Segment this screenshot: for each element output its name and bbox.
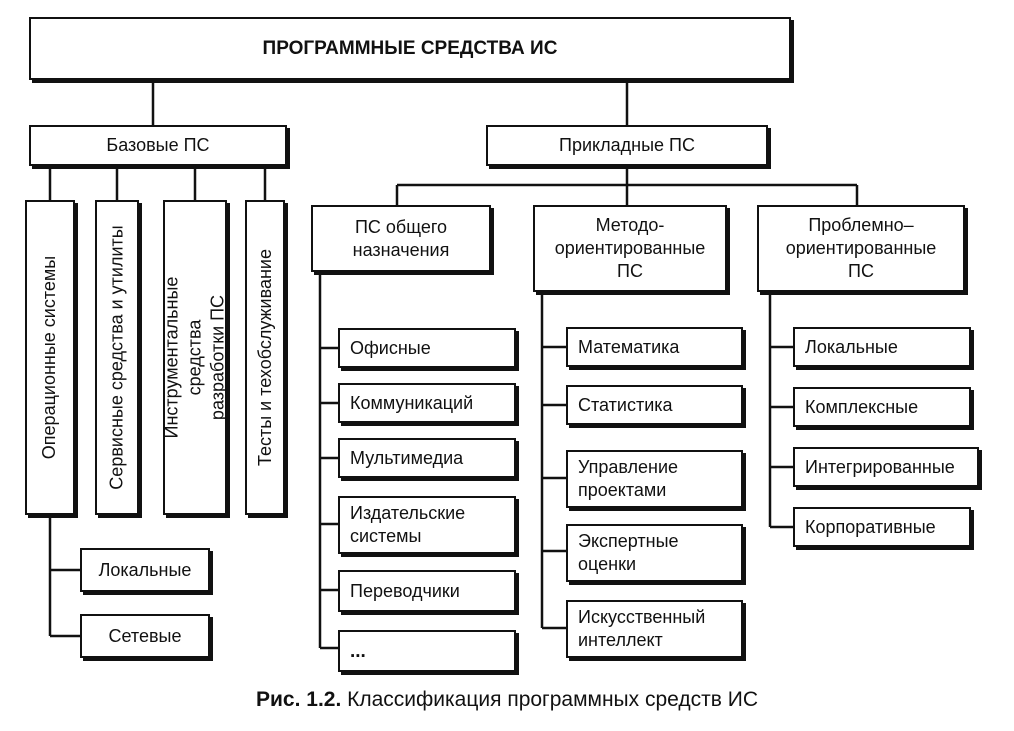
problem-item-label: Интегрированные bbox=[805, 456, 955, 477]
problem-oriented-node: Проблемно– ориентированные ПС bbox=[757, 205, 965, 292]
method-item-label: Искусственный интеллект bbox=[578, 607, 706, 650]
general-item-office: Офисные bbox=[338, 328, 516, 368]
root-node: ПРОГРАММНЫЕ СРЕДСТВА ИС bbox=[29, 17, 791, 80]
problem-item-local: Локальные bbox=[793, 327, 971, 367]
method-oriented-label: Методо- ориентированные ПС bbox=[554, 215, 706, 281]
base-column-utilities-label: Сервисные средства и утилиты bbox=[106, 225, 127, 490]
general-item-label: Мультимедиа bbox=[350, 447, 464, 468]
method-item-mathematics: Математика bbox=[566, 327, 743, 367]
figure-caption: Рис. 1.2. Классификация программных сред… bbox=[0, 688, 1014, 712]
base-column-os-label: Операционные системы bbox=[39, 255, 60, 460]
general-item-publishing: Издательские системы bbox=[338, 496, 516, 554]
problem-item-corporate: Корпоративные bbox=[793, 507, 971, 547]
method-item-project-management: Управление проектами bbox=[566, 450, 743, 508]
problem-item-label: Комплексные bbox=[805, 396, 919, 417]
problem-item-integrated: Интегрированные bbox=[793, 447, 979, 487]
os-network-label: Сетевые bbox=[108, 625, 182, 646]
problem-oriented-label: Проблемно– ориентированные ПС bbox=[785, 215, 937, 281]
method-item-label: Управление проектами bbox=[578, 457, 679, 500]
base-software-node: Базовые ПС bbox=[29, 125, 287, 166]
problem-item-label: Корпоративные bbox=[805, 516, 936, 537]
method-item-label: Математика bbox=[578, 336, 680, 357]
method-item-artificial-intelligence: Искусственный интеллект bbox=[566, 600, 743, 658]
applied-software-node: Прикладные ПС bbox=[486, 125, 768, 166]
base-column-dev-tools: Инструментальные средства разработки ПС bbox=[161, 200, 228, 515]
general-item-label: Переводчики bbox=[350, 580, 460, 601]
problem-item-label: Локальные bbox=[805, 336, 898, 357]
general-item-translators: Переводчики bbox=[338, 570, 516, 612]
method-item-statistics: Статистика bbox=[566, 385, 743, 425]
general-item-label: Офисные bbox=[350, 337, 431, 358]
general-item-communications: Коммуникаций bbox=[338, 383, 516, 423]
applied-software-label: Прикладные ПС bbox=[559, 135, 695, 155]
general-purpose-label: ПС общего назначения bbox=[352, 216, 450, 260]
method-item-label: Экспертные оценки bbox=[578, 531, 679, 574]
base-software-label: Базовые ПС bbox=[106, 135, 210, 155]
base-column-utilities: Сервисные средства и утилиты bbox=[95, 200, 139, 515]
root-label: ПРОГРАММНЫЕ СРЕДСТВА ИС bbox=[262, 38, 558, 59]
os-local-label: Локальные bbox=[98, 559, 192, 580]
figure-caption-number: Рис. 1.2. bbox=[256, 688, 342, 711]
base-column-dev-tools-label: Инструментальные средства разработки ПС bbox=[161, 276, 228, 439]
base-column-tests: Тесты и техобслуживание bbox=[245, 200, 285, 515]
general-item-more: ... bbox=[338, 630, 516, 672]
general-purpose-node: ПС общего назначения bbox=[311, 205, 491, 272]
method-item-label: Статистика bbox=[578, 394, 673, 415]
general-item-label: ... bbox=[350, 640, 366, 662]
figure-caption-text: Классификация программных средств ИС bbox=[341, 688, 758, 711]
general-item-label: Коммуникаций bbox=[350, 392, 474, 413]
base-column-os: Операционные системы bbox=[25, 200, 75, 515]
base-column-tests-label: Тесты и техобслуживание bbox=[254, 249, 275, 466]
general-item-multimedia: Мультимедиа bbox=[338, 438, 516, 478]
os-local-node: Локальные bbox=[80, 548, 210, 592]
method-oriented-node: Методо- ориентированные ПС bbox=[533, 205, 727, 292]
general-item-label: Издательские системы bbox=[350, 503, 466, 546]
method-item-expert-assessment: Экспертные оценки bbox=[566, 524, 743, 582]
os-network-node: Сетевые bbox=[80, 614, 210, 658]
problem-item-complex: Комплексные bbox=[793, 387, 971, 427]
